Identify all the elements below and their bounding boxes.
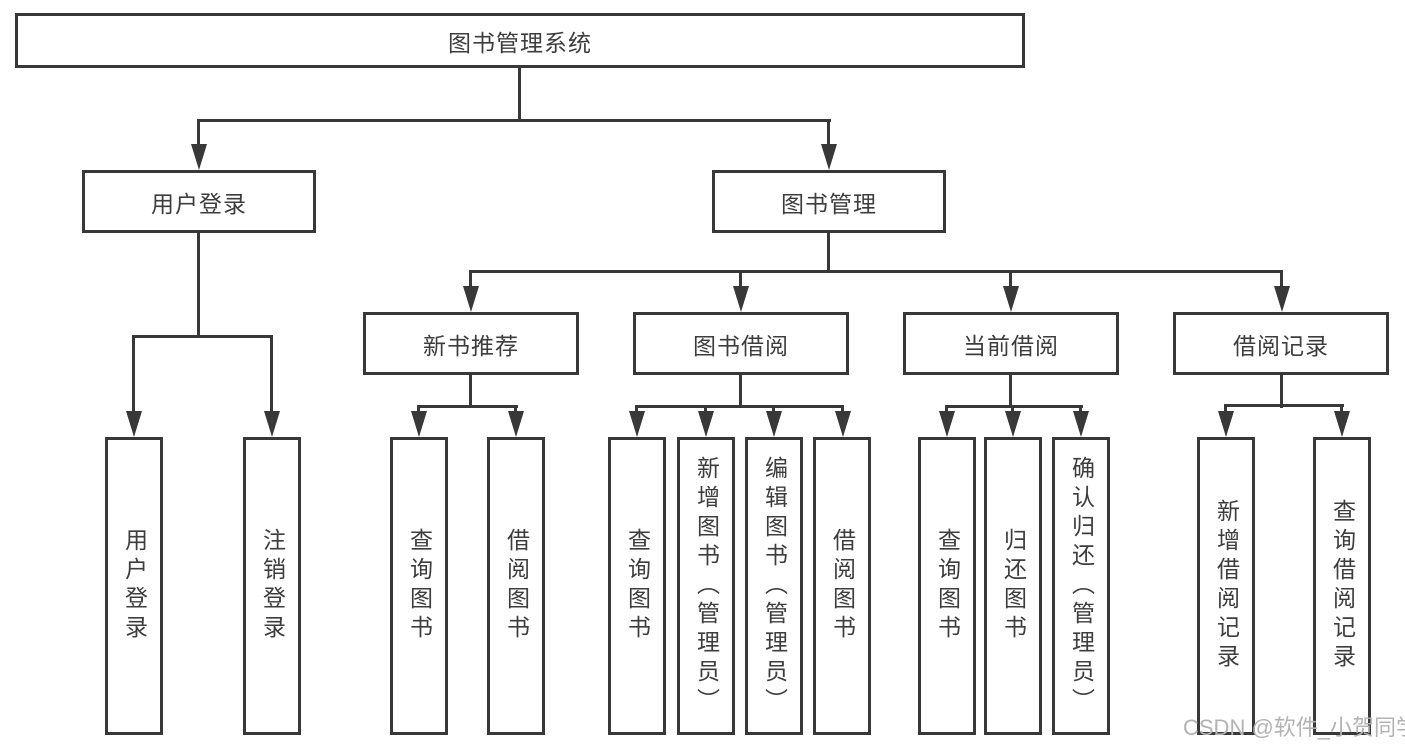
leaf-query-books: 查询图书 <box>918 437 976 735</box>
connector-line <box>739 270 742 292</box>
leaf-edit-books-admin-label: 编辑图书（管理员） <box>761 455 788 717</box>
connector-line <box>945 405 1083 408</box>
leaf-query-borrow-record-label: 查询借阅记录 <box>1329 499 1356 673</box>
leaf-borrow-books-label: 借阅图书 <box>503 528 530 644</box>
leaf-query-books-label: 查询图书 <box>934 528 961 644</box>
connector-line <box>1280 375 1283 408</box>
connector-line <box>469 270 1283 273</box>
arrow-down-icon <box>939 411 955 437</box>
connector-line <box>1280 270 1283 292</box>
connector-line <box>518 68 521 122</box>
connector-line <box>132 335 135 417</box>
connector-line <box>197 119 831 122</box>
csdn-watermark: CSDN @软件_小贺同学 <box>1183 715 1405 740</box>
arrow-down-icon <box>766 411 782 437</box>
node-root-label: 图书管理系统 <box>448 29 592 56</box>
leaf-edit-books-admin: 编辑图书（管理员） <box>745 437 803 735</box>
arrow-down-icon <box>1005 411 1021 437</box>
connector-line <box>469 270 472 292</box>
leaf-query-books: 查询图书 <box>608 437 666 735</box>
arrow-down-icon <box>821 144 837 170</box>
leaf-logout-label: 注销登录 <box>259 528 286 644</box>
leaf-user-login-label: 用户登录 <box>121 528 148 644</box>
arrow-down-icon <box>1003 286 1019 312</box>
node-root: 图书管理系统 <box>15 13 1025 68</box>
connector-line <box>270 335 273 417</box>
connector-line <box>827 119 830 150</box>
arrow-down-icon <box>835 411 851 437</box>
arrow-down-icon <box>126 411 142 437</box>
leaf-add-books-admin-label: 新增图书（管理员） <box>693 455 720 717</box>
connector-line <box>1009 270 1012 292</box>
arrow-down-icon <box>1073 411 1089 437</box>
arrow-down-icon <box>463 286 479 312</box>
node-borrowing-records-label: 借阅记录 <box>1233 332 1329 359</box>
connector-line <box>827 233 830 273</box>
connector-line <box>1340 404 1343 417</box>
node-user-login-label: 用户登录 <box>151 190 247 217</box>
node-current-borrowing-label: 当前借阅 <box>963 332 1059 359</box>
connector-line <box>1224 404 1227 417</box>
node-book-management-label: 图书管理 <box>781 190 877 217</box>
node-book-borrowing-label: 图书借阅 <box>693 332 789 359</box>
connector-line <box>1224 404 1344 407</box>
node-user-login: 用户登录 <box>82 170 316 233</box>
arrow-down-icon <box>508 411 524 437</box>
arrow-down-icon <box>411 411 427 437</box>
node-book-borrowing: 图书借阅 <box>633 312 849 375</box>
connector-line <box>469 375 472 408</box>
leaf-add-borrow-record: 新增借阅记录 <box>1197 437 1255 735</box>
leaf-confirm-return-admin: 确认归还（管理员） <box>1052 437 1110 735</box>
connector-line <box>739 375 742 408</box>
connector-line <box>417 405 518 408</box>
arrow-down-icon <box>698 411 714 437</box>
leaf-query-books-label: 查询图书 <box>406 528 433 644</box>
leaf-return-books-label: 归还图书 <box>1000 528 1027 644</box>
node-borrowing-records: 借阅记录 <box>1173 312 1389 375</box>
arrow-down-icon <box>264 411 280 437</box>
leaf-query-books-label: 查询图书 <box>624 528 651 644</box>
node-new-book-recommendation-label: 新书推荐 <box>423 332 519 359</box>
arrow-down-icon <box>191 144 207 170</box>
leaf-user-login: 用户登录 <box>105 437 163 735</box>
leaf-query-borrow-record: 查询借阅记录 <box>1313 437 1371 735</box>
connector-line <box>197 119 200 150</box>
leaf-confirm-return-admin-label: 确认归还（管理员） <box>1068 455 1095 717</box>
leaf-return-books: 归还图书 <box>984 437 1042 735</box>
arrow-down-icon <box>1218 411 1234 437</box>
arrow-down-icon <box>733 286 749 312</box>
leaf-borrow-books-label: 借阅图书 <box>829 528 856 644</box>
arrow-down-icon <box>1274 286 1290 312</box>
connector-line <box>1009 375 1012 408</box>
connector-line <box>197 233 200 338</box>
arrow-down-icon <box>1334 411 1350 437</box>
leaf-logout: 注销登录 <box>243 437 301 735</box>
leaf-borrow-books: 借阅图书 <box>487 437 545 735</box>
leaf-borrow-books: 借阅图书 <box>813 437 871 735</box>
leaf-query-books: 查询图书 <box>390 437 448 735</box>
node-new-book-recommendation: 新书推荐 <box>363 312 579 375</box>
leaf-add-books-admin: 新增图书（管理员） <box>677 437 735 735</box>
leaf-add-borrow-record-label: 新增借阅记录 <box>1213 499 1240 673</box>
connector-line <box>635 405 844 408</box>
node-current-borrowing: 当前借阅 <box>903 312 1119 375</box>
node-book-management: 图书管理 <box>712 170 946 233</box>
arrow-down-icon <box>629 411 645 437</box>
connector-line <box>132 335 273 338</box>
